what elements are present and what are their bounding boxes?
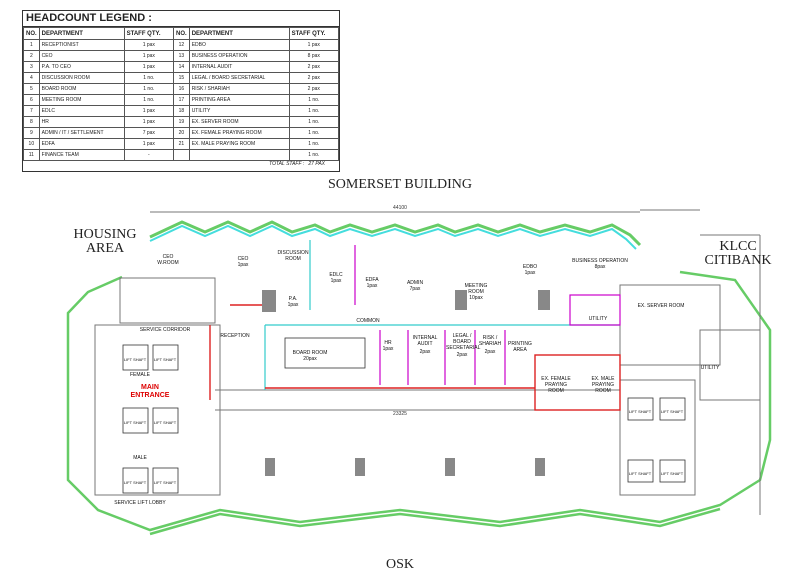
room-label-audit-pax: 2pax [419, 349, 431, 355]
label-west: HOUSING AREA [73, 227, 137, 256]
legend-qty: 1 no. [288, 149, 340, 161]
room-label-hr: HR [384, 340, 392, 346]
room-label-printing: PRINTING AREA [508, 341, 532, 353]
lift-shaft-label: LIFT SHAFT [153, 357, 177, 362]
room-label-male: MALE [133, 455, 147, 461]
room-label-admin: ADMIN [406, 280, 424, 286]
lift-shaft-label: LIFT SHAFT [153, 420, 177, 425]
room-label-reception: RECEPTION [220, 333, 250, 339]
room-label-common: COMMON [356, 318, 380, 324]
room-label-service-lobby: SERVICE LIFT LOBBY [114, 500, 166, 506]
room-label-service-corridor: SERVICE CORRIDOR [139, 327, 191, 333]
room-label-edbo: EDBO [522, 264, 538, 270]
room-label-meeting-pax: 10pax [469, 295, 483, 301]
legend-qty: - [123, 149, 175, 161]
room-label-pa-pax: 1pax [287, 302, 299, 308]
legend-title: HEADCOUNT LEGEND : [23, 11, 339, 27]
lift-shaft-label: LIFT SHAFT [660, 409, 684, 414]
room-label-legal: LEGAL / BOARD SECRETARIAL [446, 333, 481, 351]
room-label-edlc: EDLC [329, 272, 343, 278]
lift-shaft-label: LIFT SHAFT [628, 471, 652, 476]
room-label-busop-pax: 8pax [594, 264, 606, 270]
room-label-female-pray: EX. FEMALE PRAYING ROOM [541, 376, 571, 394]
room-label-busop: BUSINESS OPERATION [572, 258, 628, 264]
label-south: OSK [385, 557, 415, 572]
lift-shaft-label: LIFT SHAFT [123, 480, 147, 485]
room-label-male-pray: EX. MALE PRAYING ROOM [591, 376, 615, 394]
room-label-admin-pax: 7pax [409, 286, 421, 292]
total-staff: TOTAL STAFF : 27 PAX [23, 161, 339, 171]
room-label-utility: UTILITY [588, 316, 608, 322]
lift-shaft-label: LIFT SHAFT [123, 420, 147, 425]
total-value: 27 PAX [308, 161, 325, 167]
room-label-legal-pax: 2pax [456, 352, 468, 358]
room-label-female: FEMALE [129, 372, 151, 378]
room-label-edfa: EDFA [365, 277, 379, 283]
room-label-risk-pax: 2pax [484, 349, 496, 355]
label-east: KLCC CITIBANK [704, 239, 772, 268]
room-label-edlc-pax: 1pax [330, 278, 342, 284]
room-label-ceo: CEO [237, 256, 249, 262]
room-label-edfa-pax: 1pax [366, 283, 378, 289]
room-label-ceo-wroom: CEO W.ROOM [157, 254, 179, 266]
room-label-edbo-pax: 1pax [524, 270, 536, 276]
lift-shaft-label: LIFT SHAFT [628, 409, 652, 414]
room-label-discussion: DISCUSSION ROOM [277, 250, 309, 262]
room-label-meeting: MEETING ROOM [464, 283, 488, 295]
room-label-pa: P.A. [288, 296, 298, 302]
room-label-utility2: UTILITY [700, 365, 720, 371]
room-label-board-pax: 20pax [303, 356, 317, 362]
room-label-ceo-pax: 1pax [237, 262, 249, 268]
dimension-inner: 23325 [393, 411, 407, 417]
room-label-server: EX. SERVER ROOM [637, 303, 685, 309]
room-label-hr-pax: 1pax [382, 346, 394, 352]
lift-shaft-label: LIFT SHAFT [153, 480, 177, 485]
label-north: SOMERSET BUILDING [327, 177, 473, 192]
total-label: TOTAL STAFF : [269, 161, 305, 167]
room-label-audit: INTERNAL AUDIT [412, 335, 438, 347]
room-label-risk: RISK / SHARIAH [478, 335, 502, 347]
lift-shaft-label: LIFT SHAFT [660, 471, 684, 476]
lift-shaft-label: LIFT SHAFT [123, 357, 147, 362]
main-entrance-label: MAIN ENTRANCE [130, 384, 170, 399]
room-label-board: BOARD ROOM [292, 350, 328, 356]
dimension-overall: 44100 [393, 205, 407, 211]
